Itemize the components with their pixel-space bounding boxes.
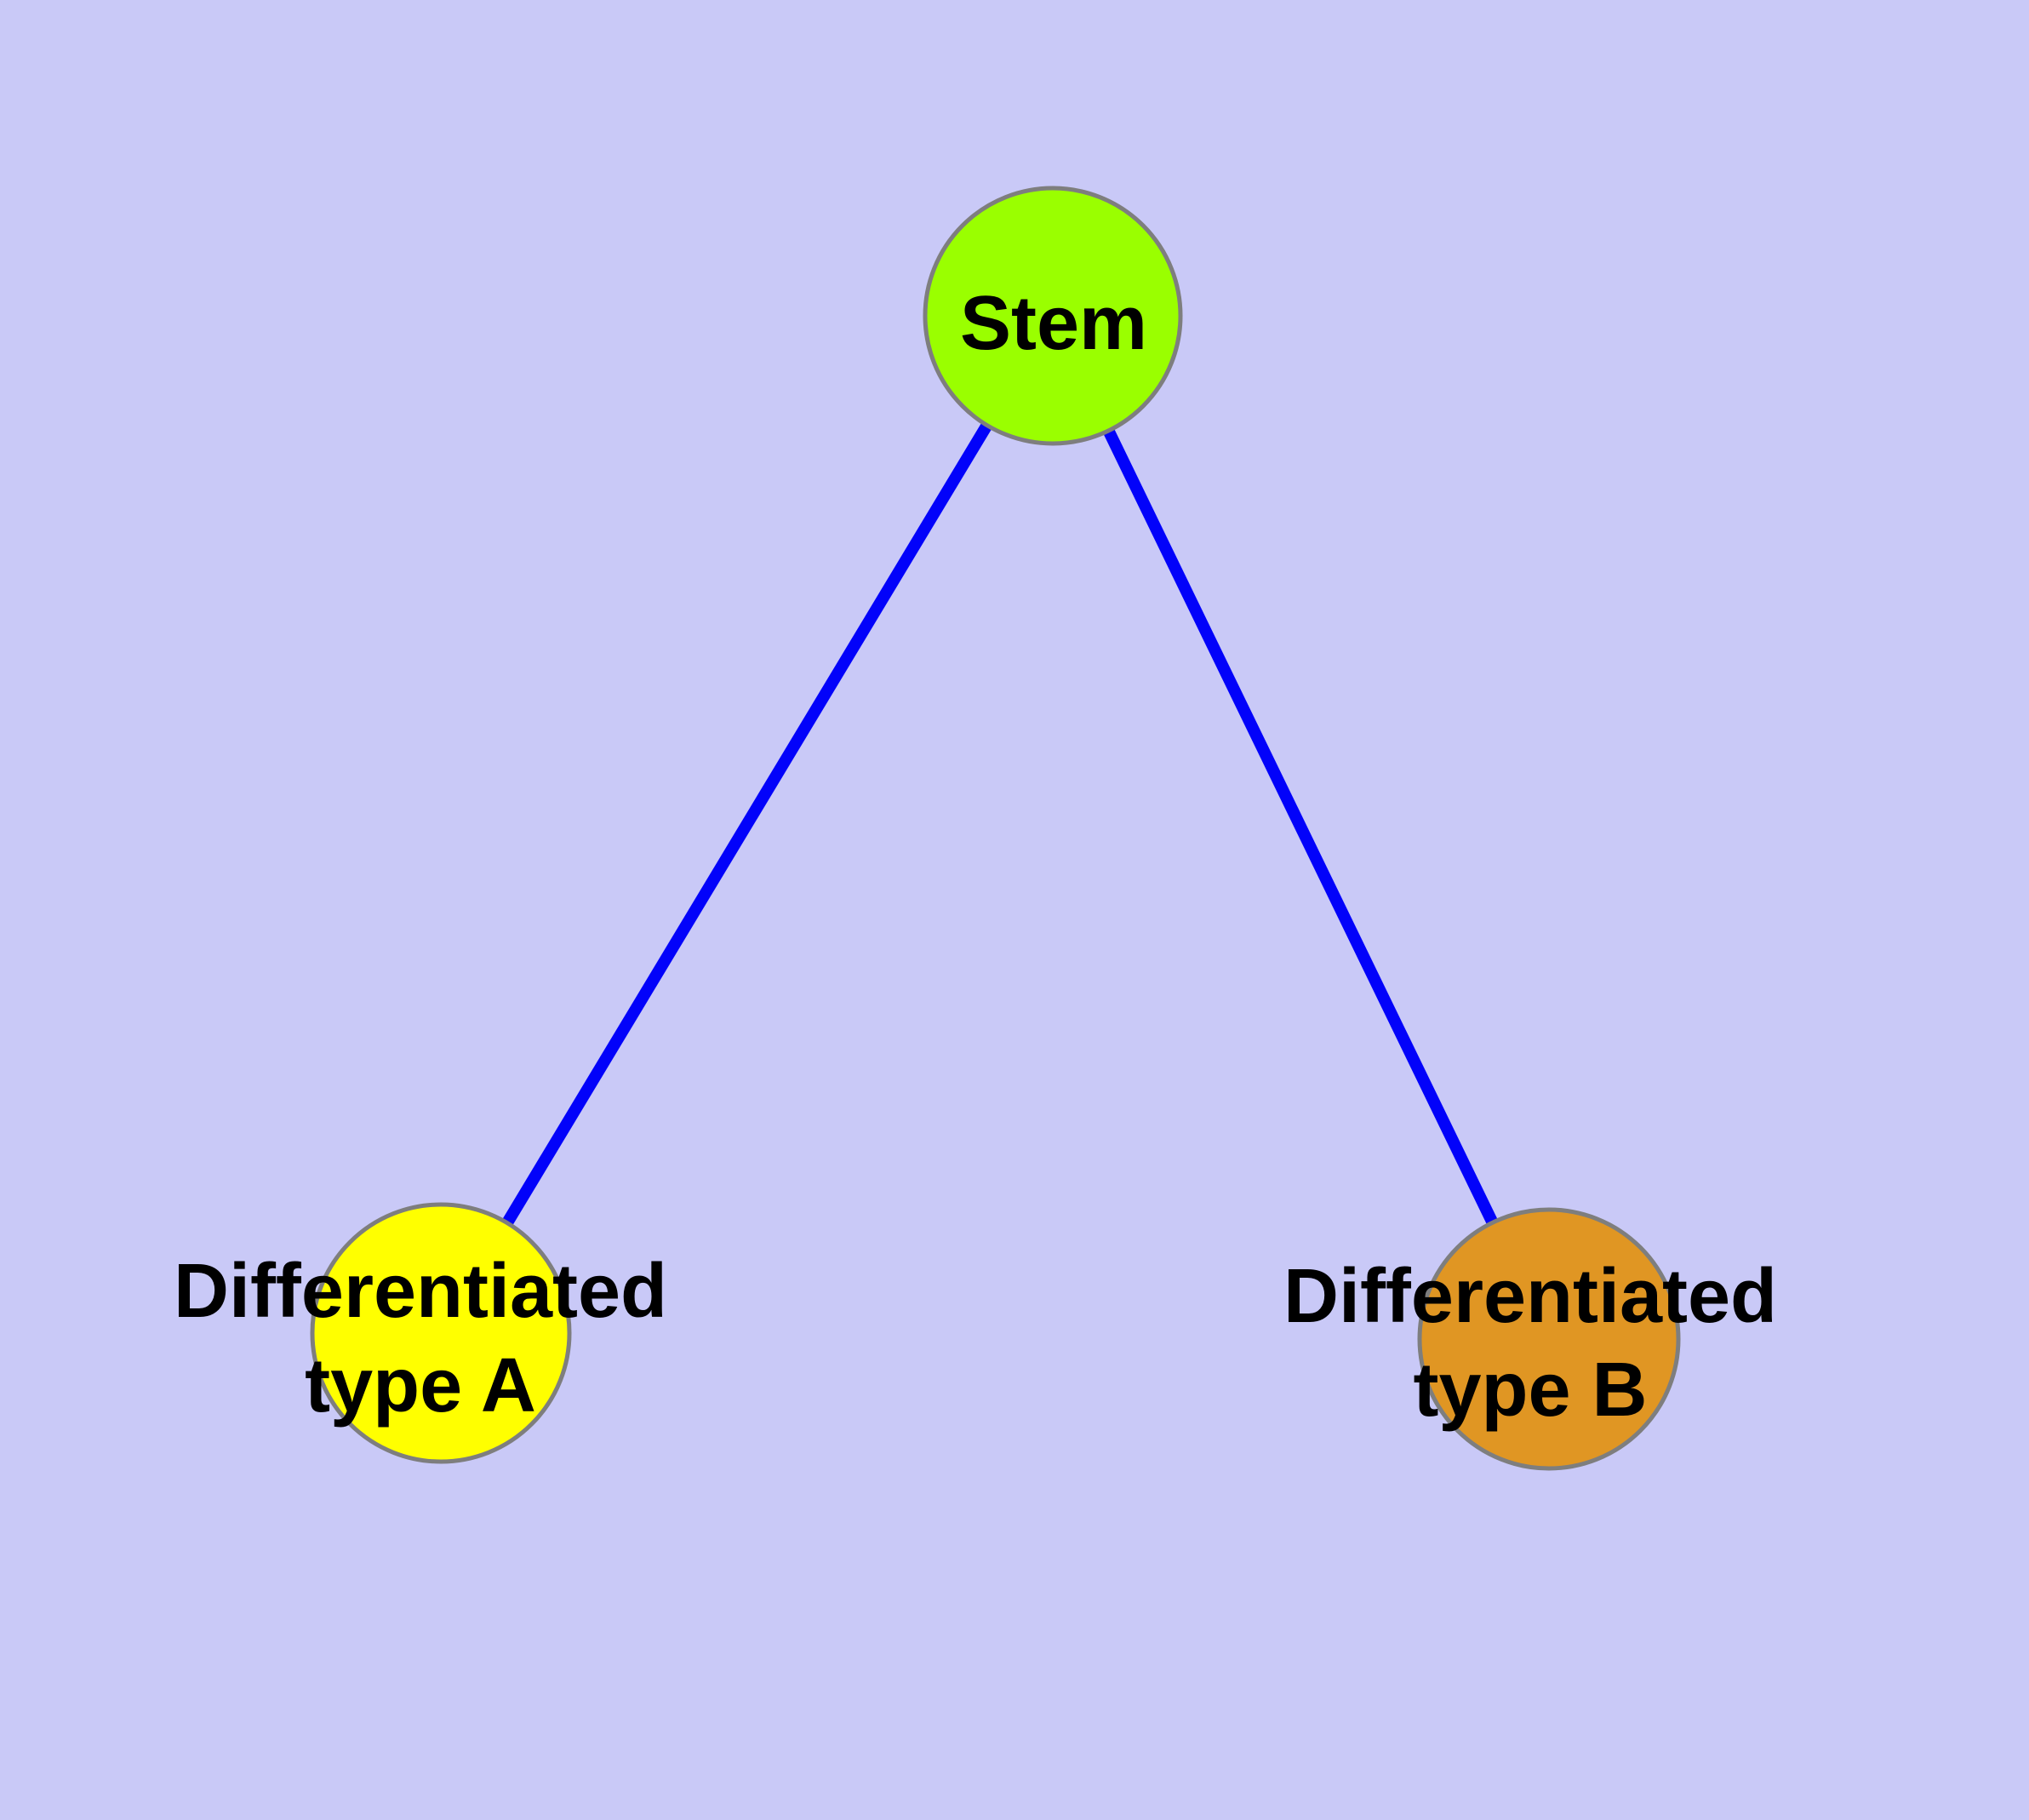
node-differentiated-type-b (1417, 1207, 1681, 1471)
node-type-b-label-line2: type B (1413, 1348, 1647, 1433)
node-type-a-label-line1: Differentiated (174, 1249, 667, 1334)
node-type-b-label-line1: Differentiated (1283, 1254, 1777, 1339)
edge-stem-to-type-a (436, 312, 1058, 1336)
edge-stem-to-type-b (1047, 312, 1555, 1342)
node-stem (923, 186, 1183, 446)
node-stem-label: Stem (960, 281, 1147, 366)
node-type-a-label-line2: type A (305, 1343, 536, 1428)
node-differentiated-type-a (310, 1202, 572, 1464)
